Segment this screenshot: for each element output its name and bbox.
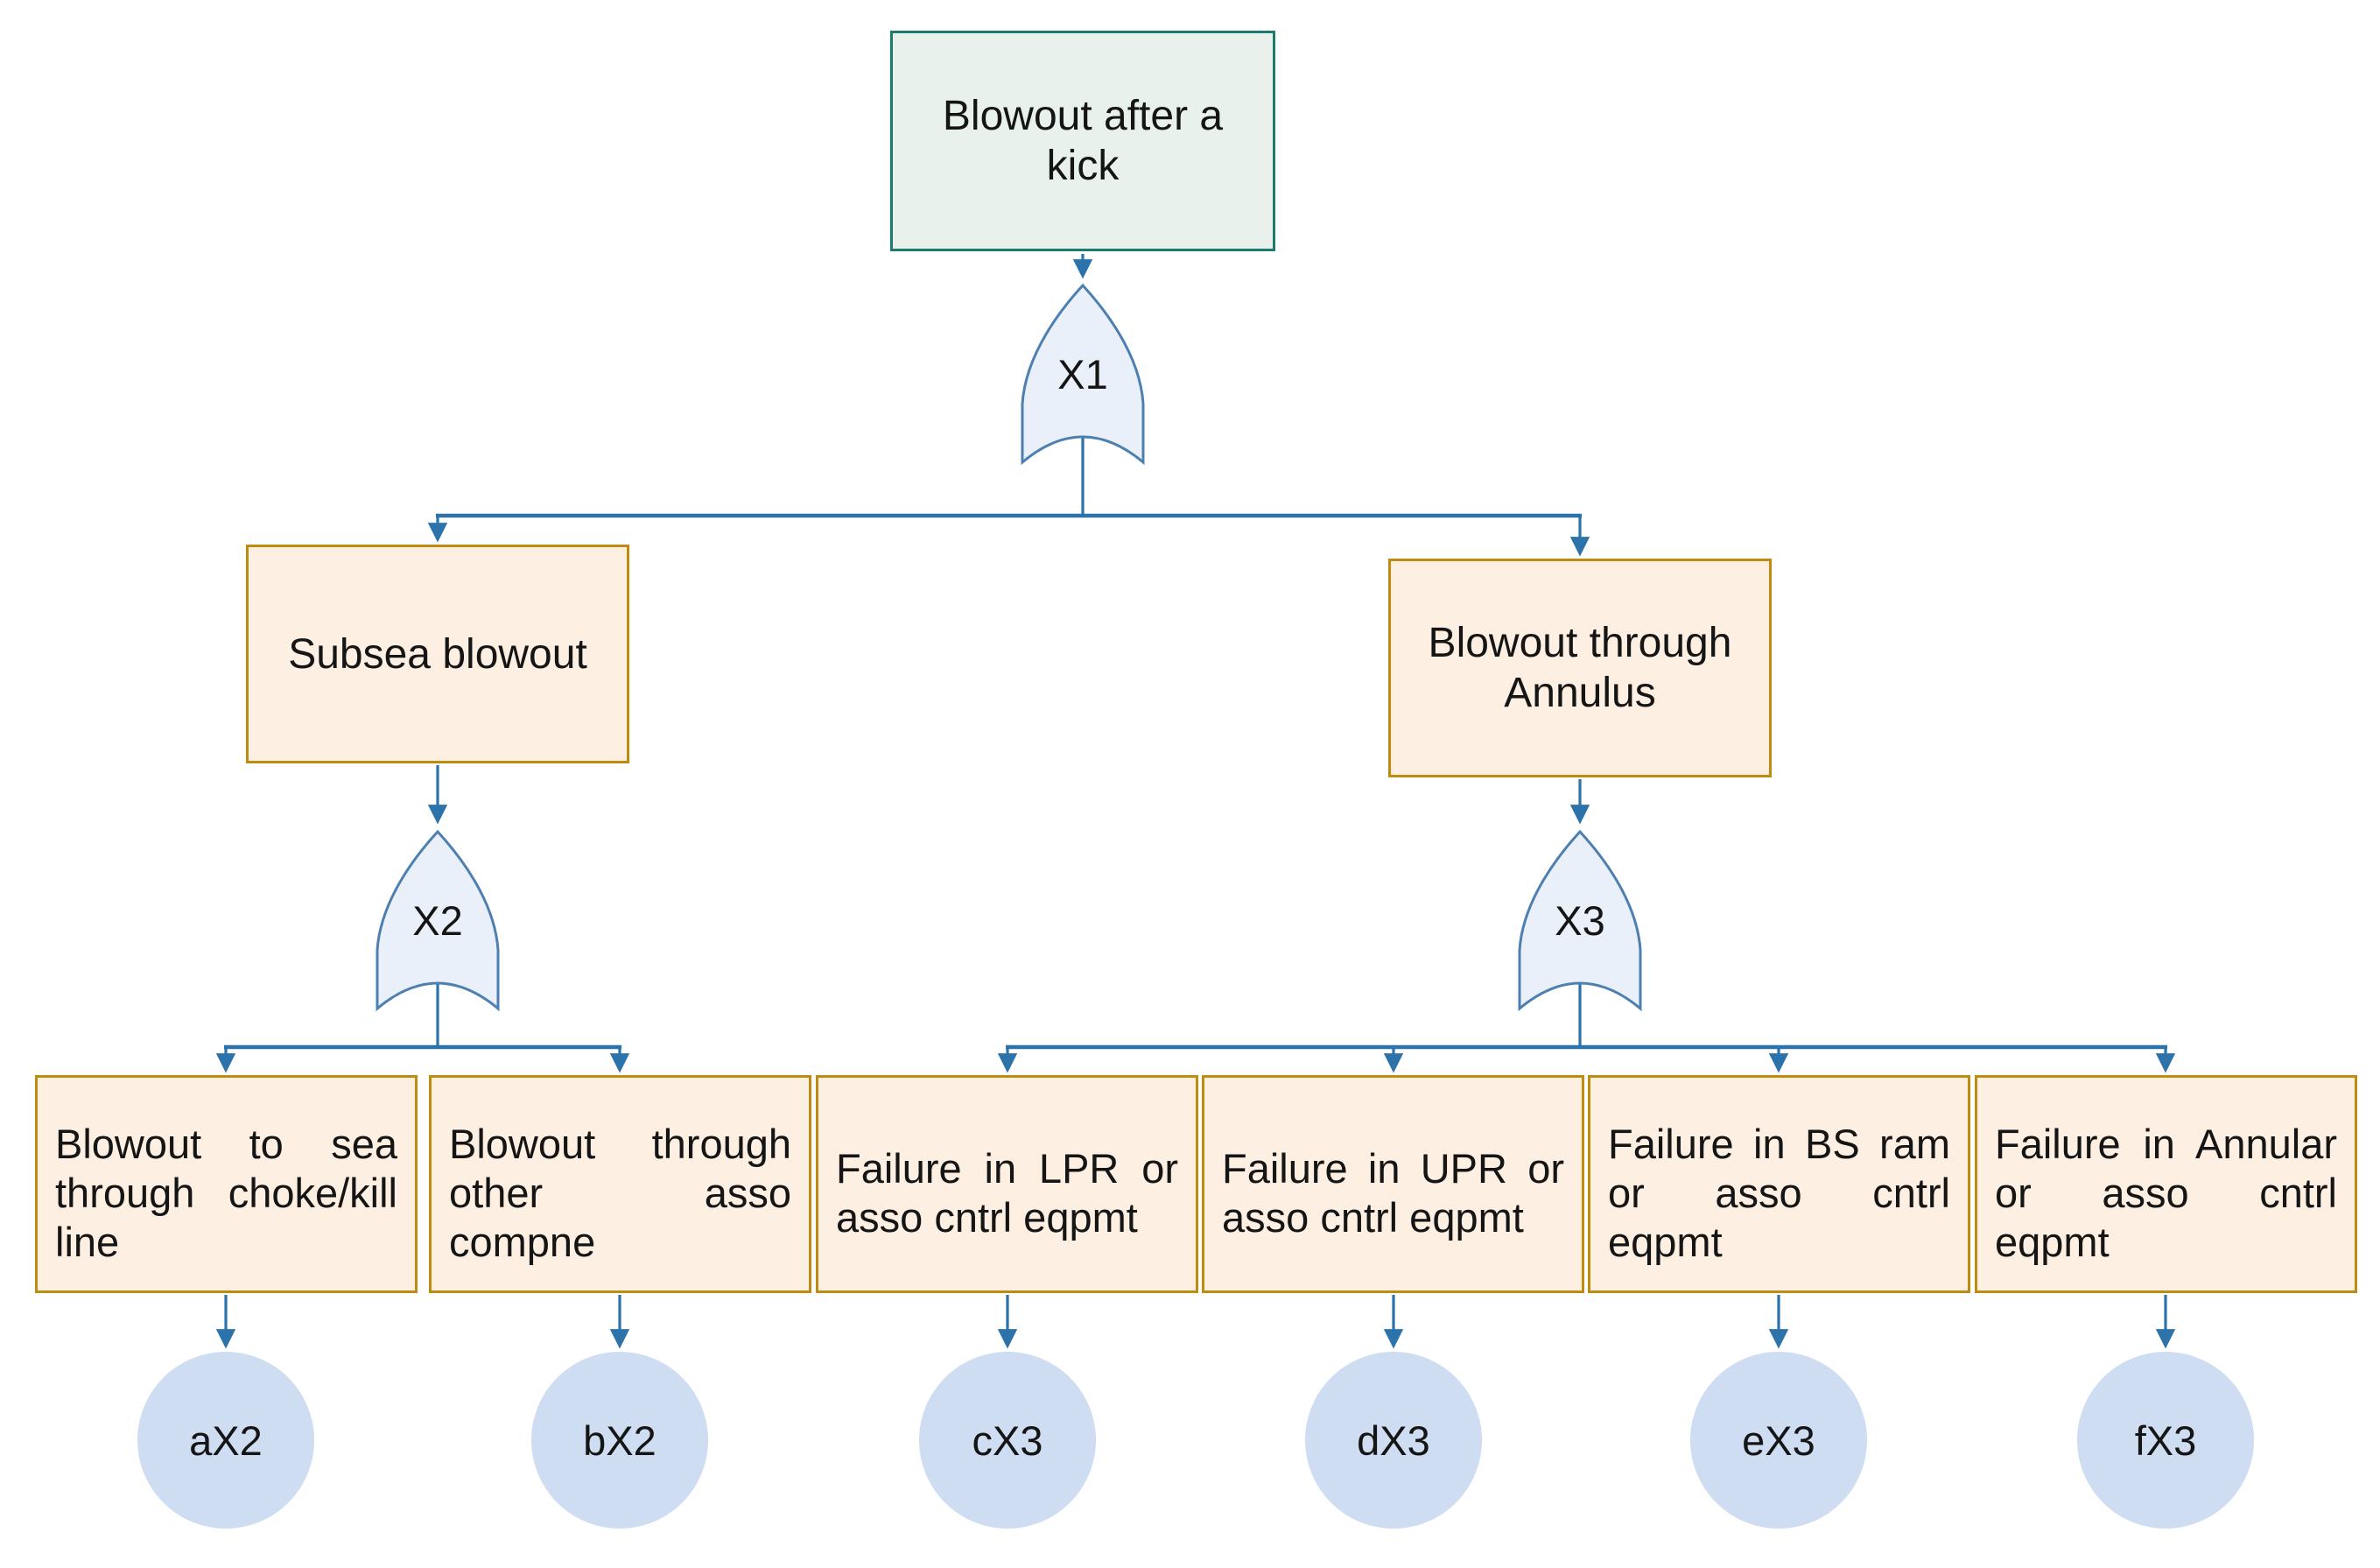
basic-event-cx3: cX3 (919, 1352, 1096, 1529)
or-gate-x3: X3 (1507, 829, 1653, 1012)
gate-label-x3: X3 (1555, 897, 1605, 944)
basic-event-label: cX3 (972, 1417, 1043, 1464)
or-gate-shape (376, 829, 500, 1012)
or-gate-x2: X2 (365, 829, 510, 1012)
basic-event-dx3: dX3 (1305, 1352, 1482, 1529)
or-gate-x1: X1 (1010, 283, 1155, 466)
or-gate-shape (1021, 283, 1145, 466)
basic-event-label: dX3 (1357, 1417, 1430, 1464)
basic-event-label: eX3 (1742, 1417, 1815, 1464)
gate-label-x1: X1 (1057, 350, 1108, 397)
event-box-subsea-blowout: Subsea blowout (246, 545, 629, 763)
gate-label-x2: X2 (412, 897, 463, 944)
basic-event-ax2: aX2 (137, 1352, 314, 1529)
basic-event-label: fX3 (2134, 1417, 2197, 1464)
basic-event-ex3: eX3 (1690, 1352, 1867, 1529)
basic-event-fx3: fX3 (2077, 1352, 2254, 1529)
basic-event-label: bX2 (583, 1417, 656, 1464)
or-gate-shape (1518, 829, 1642, 1012)
basic-event-label: aX2 (189, 1417, 263, 1464)
subsea-blowout-label: Subsea blowout (288, 630, 587, 678)
basic-event-bx2: bX2 (531, 1352, 708, 1529)
